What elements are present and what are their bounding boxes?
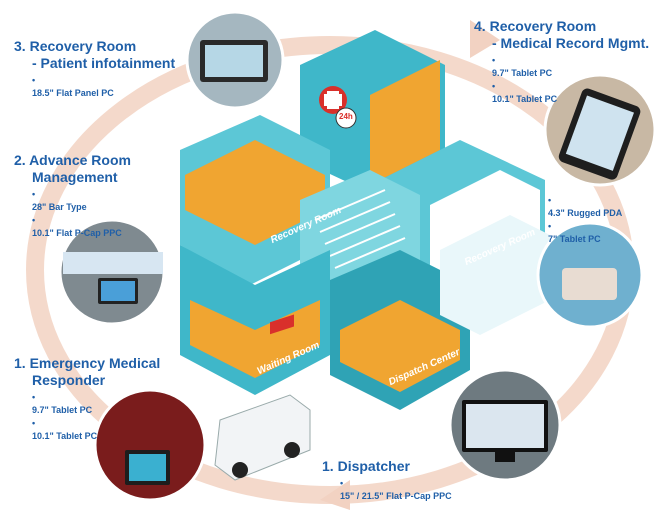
section-title-line2: - Medical Record Mgmt. <box>492 35 650 51</box>
device-item: • 9.7" Tablet PC <box>32 392 93 415</box>
section-title-line1: Dispatcher <box>337 458 410 474</box>
sign-24h-label: 24h <box>339 112 353 121</box>
section-rugged-devices: • 4.3" Rugged PDA • 7" Tablet PC <box>548 194 622 246</box>
recovery-room-left-floor <box>185 140 325 245</box>
section-number: 3. <box>14 38 26 54</box>
device-item: • 10.1" Tablet PC <box>492 81 558 104</box>
section-number: 4. <box>474 18 486 34</box>
device-item: • 18.5" Flat Panel PC <box>32 75 114 98</box>
dispatch-center-floor <box>340 300 460 392</box>
section-title-line1: Advance Room <box>29 152 131 168</box>
section-dispatcher: 1. Dispatcher • 15" / 21.5" Flat P-Cap P… <box>322 458 452 503</box>
section-title-line1: Recovery Room <box>29 38 137 54</box>
device-item: • 10.1" Tablet PC <box>32 418 98 441</box>
section-number: 2. <box>14 152 26 168</box>
photo-rugged-pda <box>536 221 644 329</box>
section-emergency-responder: 1. Emergency Medical Responder • 9.7" Ta… <box>14 355 160 443</box>
section-number: 1. <box>14 355 26 371</box>
tower-room-floor <box>370 60 440 185</box>
ring-arrow-head-top <box>470 20 500 58</box>
sign-24h <box>335 107 357 129</box>
device-item: • 9.7" Tablet PC <box>492 55 553 78</box>
device-item: • 10.1" Flat P-Cap PPC <box>32 215 122 238</box>
section-title-line2: Responder <box>32 372 106 388</box>
right-ward <box>440 215 550 335</box>
photo-medical-record <box>543 73 657 187</box>
device-item: • 4.3" Rugged PDA <box>548 195 623 218</box>
photo-emergency-responder <box>93 388 207 502</box>
ring-arrow-head-bottom <box>320 480 350 510</box>
section-title-line2: Management <box>32 169 118 185</box>
section-medical-record: 4. Recovery Room - Medical Record Mgmt. … <box>474 18 649 106</box>
device-item: • 7" Tablet PC <box>548 221 601 244</box>
photo-recovery-infotainment <box>185 10 285 110</box>
device-item: • 15" / 21.5" Flat P-Cap PPC <box>340 478 452 501</box>
section-recovery-infotainment: 3. Recovery Room - Patient infotainment … <box>14 38 175 100</box>
device-item: • 28" Bar Type <box>32 189 87 212</box>
section-number: 1. <box>322 458 334 474</box>
photo-advance-room <box>58 218 166 326</box>
photo-dispatcher <box>448 368 562 482</box>
ambulance <box>214 314 311 481</box>
stairs <box>314 189 406 269</box>
section-title-line1: Emergency Medical <box>29 355 161 371</box>
red-cross-sign <box>319 86 347 114</box>
section-advance-room: 2. Advance Room Management • 28" Bar Typ… <box>14 152 131 240</box>
section-title-line2: - Patient infotainment <box>32 55 176 71</box>
section-title-line1: Recovery Room <box>489 18 597 34</box>
